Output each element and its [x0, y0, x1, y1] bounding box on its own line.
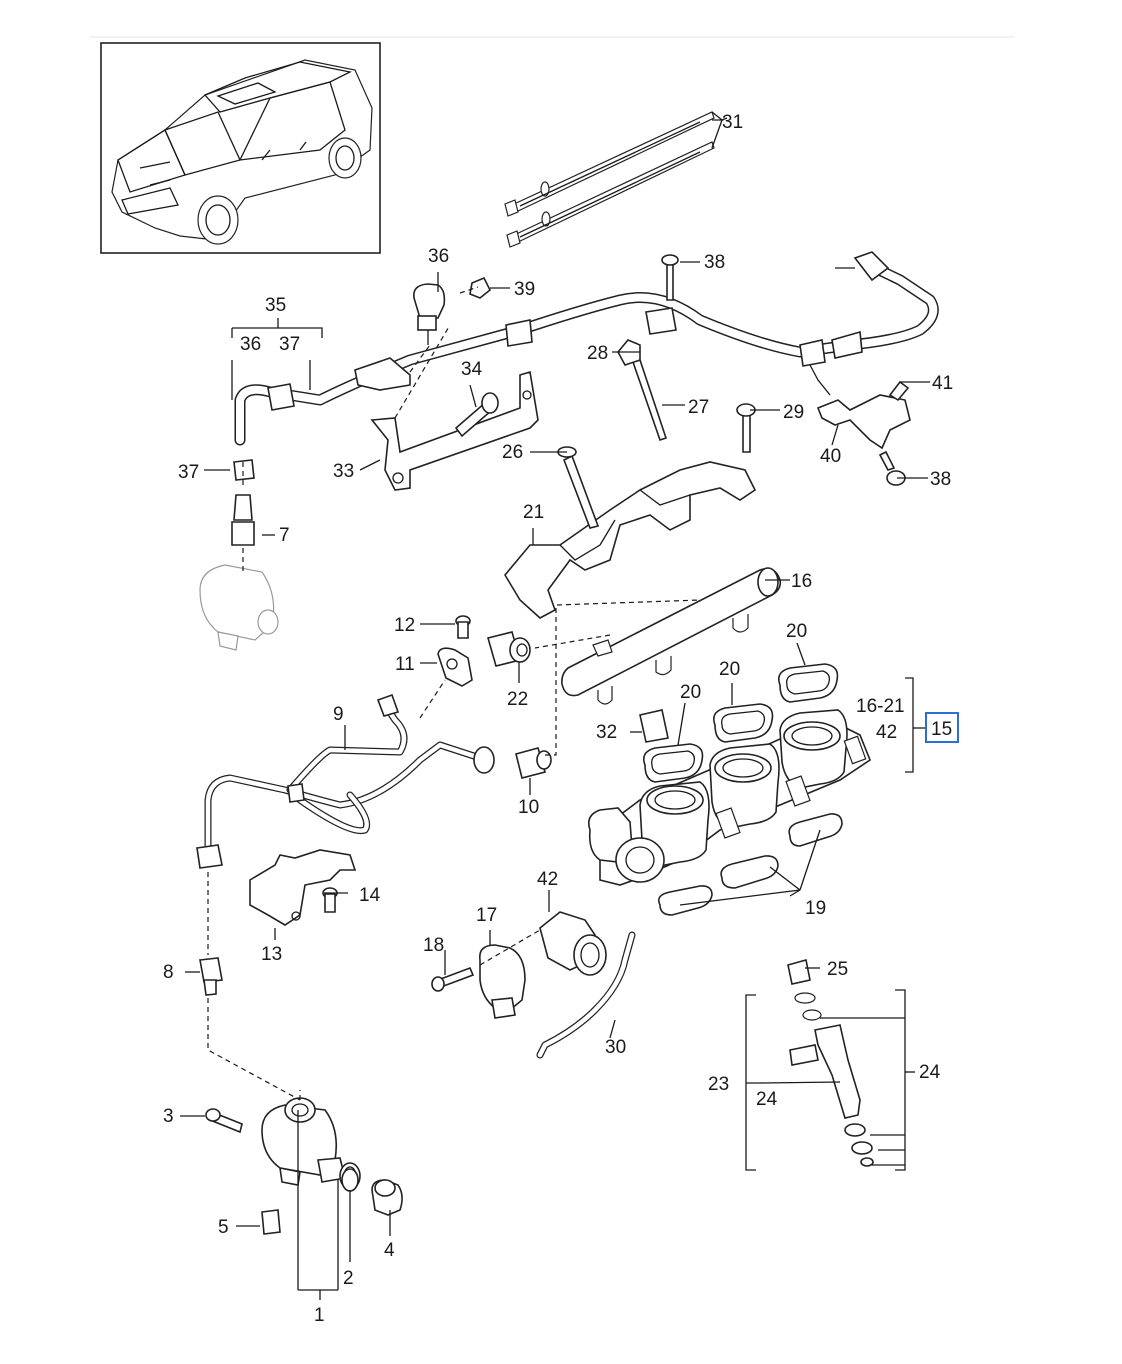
part-labels: 31 36 39 38 35 36 37 28 34 41 27 29 26 4… — [163, 112, 959, 1326]
label-24-right: 24 — [919, 1062, 941, 1083]
label-41: 41 — [932, 373, 953, 394]
label-37-group: 37 — [279, 334, 300, 355]
throttle-body-42 — [539, 911, 607, 976]
sensor-36 — [412, 283, 446, 345]
label-36-group: 36 — [240, 334, 261, 355]
gaskets-19 — [657, 813, 843, 916]
stud-27 — [617, 339, 668, 442]
label-22: 22 — [507, 689, 528, 710]
fuel-rail-16 — [561, 567, 782, 705]
label-23: 23 — [708, 1074, 729, 1095]
label-38-top: 38 — [704, 252, 725, 273]
ghost-pump-top — [199, 564, 279, 651]
label-21: 21 — [523, 502, 544, 523]
injector-24 — [787, 958, 874, 1167]
bracket-33 — [370, 370, 539, 491]
bolt-3 — [205, 1108, 243, 1134]
label-2: 2 — [343, 1268, 354, 1289]
bolt-38-top — [661, 254, 679, 301]
bolt-38-bottom — [878, 450, 906, 486]
intake-manifold-15 — [587, 709, 871, 886]
label-24-inner: 24 — [756, 1089, 778, 1110]
label-37: 37 — [178, 462, 199, 483]
label-16: 16 — [791, 571, 812, 592]
label-27: 27 — [688, 397, 709, 418]
seal-32 — [639, 709, 669, 743]
label-15[interactable]: 15 — [931, 719, 952, 740]
cap-37 — [233, 459, 255, 481]
label-40: 40 — [820, 446, 841, 467]
bolt-18 — [431, 966, 475, 992]
leader-lines — [180, 111, 930, 1300]
bracket-21 — [504, 461, 757, 619]
bolt-26 — [557, 446, 600, 529]
label-20-left: 20 — [680, 682, 701, 703]
pressure-sensor-22 — [487, 631, 531, 667]
label-20-right: 20 — [786, 621, 807, 642]
label-33: 33 — [333, 461, 354, 482]
sensor-17 — [478, 944, 526, 1019]
label-26: 26 — [502, 442, 523, 463]
label-16-21: 16-21 — [856, 696, 905, 717]
oring-2 — [341, 1168, 359, 1192]
label-34: 34 — [461, 359, 483, 380]
label-12: 12 — [394, 615, 415, 636]
label-7: 7 — [279, 525, 290, 546]
sensor-10 — [515, 747, 552, 779]
label-32: 32 — [596, 722, 617, 743]
label-11: 11 — [395, 654, 415, 675]
cap-39 — [469, 276, 492, 299]
fuel-line-35 — [234, 251, 939, 446]
label-35: 35 — [265, 295, 286, 316]
bolt-29 — [736, 403, 756, 453]
label-3: 3 — [163, 1106, 174, 1127]
gaskets-20 — [642, 663, 839, 783]
label-29: 29 — [783, 402, 804, 423]
label-14: 14 — [359, 885, 381, 906]
label-36-top: 36 — [428, 246, 449, 267]
bolt-34 — [454, 392, 499, 438]
label-5: 5 — [218, 1217, 229, 1238]
connector-7 — [231, 494, 255, 546]
bolt-12 — [455, 615, 471, 639]
vehicle-thumbnail — [100, 42, 381, 254]
label-10: 10 — [518, 797, 539, 818]
label-39: 39 — [514, 279, 535, 300]
label-8: 8 — [163, 962, 174, 983]
label-13: 13 — [261, 944, 282, 965]
bracket-13 — [249, 849, 357, 926]
hose-30 — [536, 931, 636, 1059]
callout-box-15[interactable] — [925, 712, 959, 743]
label-1: 1 — [314, 1305, 325, 1326]
fuel-pipe-9 — [196, 693, 495, 869]
fitting-8 — [199, 957, 223, 996]
label-42: 42 — [537, 869, 558, 890]
label-42-group: 42 — [876, 722, 897, 743]
bolt-41 — [888, 380, 910, 402]
cap-4 — [371, 1179, 403, 1216]
pressure-pump-1 — [261, 1097, 361, 1190]
clamp-11 — [437, 647, 473, 687]
cable-ties-31 — [504, 111, 715, 248]
bolt-14 — [322, 887, 338, 913]
label-38-bottom: 38 — [930, 469, 951, 490]
label-9: 9 — [333, 704, 344, 725]
label-25: 25 — [827, 959, 848, 980]
label-17: 17 — [476, 905, 497, 926]
label-30: 30 — [605, 1037, 626, 1058]
label-18: 18 — [423, 935, 444, 956]
label-19: 19 — [805, 898, 826, 919]
fitting-5 — [261, 1209, 281, 1235]
label-31: 31 — [722, 112, 743, 133]
label-4: 4 — [384, 1240, 395, 1261]
label-20-mid: 20 — [719, 659, 740, 680]
bracket-40 — [816, 394, 911, 450]
label-28: 28 — [587, 343, 608, 364]
